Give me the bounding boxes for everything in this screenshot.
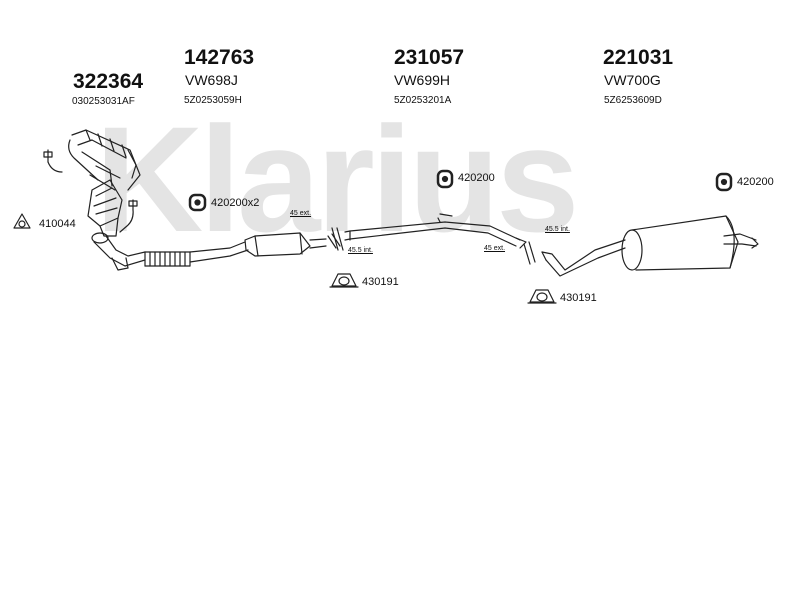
lambda-sensor-icon: [43, 149, 63, 173]
clamp-front-icon: [329, 273, 359, 288]
middle-silencer-icon: [244, 232, 341, 257]
label-mounting-mid: 420200: [458, 172, 495, 184]
part-number-manifold: 322364: [73, 70, 144, 93]
label-mounting-rear: 420200: [737, 176, 774, 188]
mounting-rubber-mid-icon: [436, 169, 454, 189]
dim-ext-front: 45 ext.: [290, 210, 312, 217]
part-number-front-pipe: 142763: [184, 46, 255, 69]
catalytic-converter-icon: [87, 179, 123, 237]
part-number-rear-silencer: 221031: [603, 46, 674, 69]
exhaust-manifold-icon: [68, 129, 141, 191]
oe-number-rear-silencer: 5Z6253609D: [604, 95, 662, 106]
part-ref-intermediate: VW699H: [394, 72, 451, 88]
oe-number-manifold: 030253031AF: [72, 96, 135, 107]
part-ref-front-pipe: VW698J: [185, 72, 238, 88]
lambda-sensor-lower-icon: [119, 199, 138, 233]
rear-silencer-icon: [541, 215, 759, 277]
gasket-icon: [13, 213, 31, 229]
intermediate-pipe-icon: [344, 213, 527, 249]
front-pipe-icon: [91, 232, 249, 271]
mounting-rubber-rear-icon: [715, 172, 733, 192]
label-clamp-rear: 430191: [560, 292, 597, 304]
part-ref-rear-silencer: VW700G: [604, 72, 661, 88]
break-mark-icon: [331, 227, 344, 251]
dim-int-rear: 45.5 int.: [545, 226, 570, 233]
part-number-intermediate: 231057: [394, 46, 465, 69]
oe-number-intermediate: 5Z0253201A: [394, 95, 452, 106]
clamp-rear-icon: [527, 289, 557, 304]
label-gasket: 410044: [39, 218, 76, 230]
mounting-rubber-pair-icon: [188, 193, 207, 212]
label-clamp-front: 430191: [362, 276, 399, 288]
dim-int-front: 45.5 int.: [348, 247, 373, 254]
oe-number-front-pipe: 5Z0253059H: [184, 95, 242, 106]
break-mark-rear-icon: [523, 241, 536, 265]
label-mounting-pair: 420200x2: [211, 197, 260, 209]
dim-ext-rear: 45 ext.: [484, 245, 506, 252]
